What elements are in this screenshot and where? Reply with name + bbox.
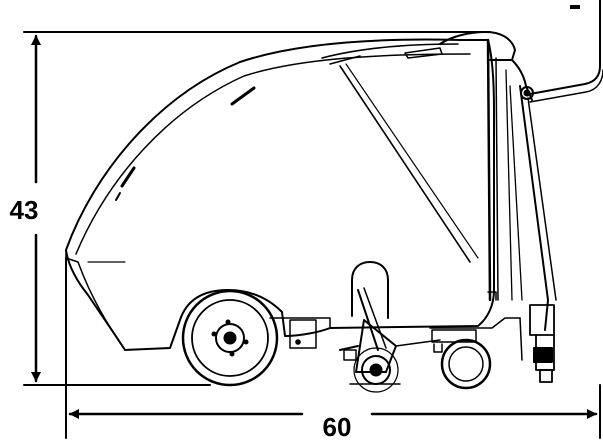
front-wheel xyxy=(181,289,279,387)
height-dimension: 43 xyxy=(10,31,491,386)
height-dimension-label: 43 xyxy=(10,195,39,225)
machine-body xyxy=(65,0,603,385)
rear-caster-wheel xyxy=(440,338,492,390)
brush-deck-wheel xyxy=(353,347,399,393)
length-dimension-label: 60 xyxy=(323,412,352,442)
length-dimension: 60 xyxy=(65,257,601,442)
